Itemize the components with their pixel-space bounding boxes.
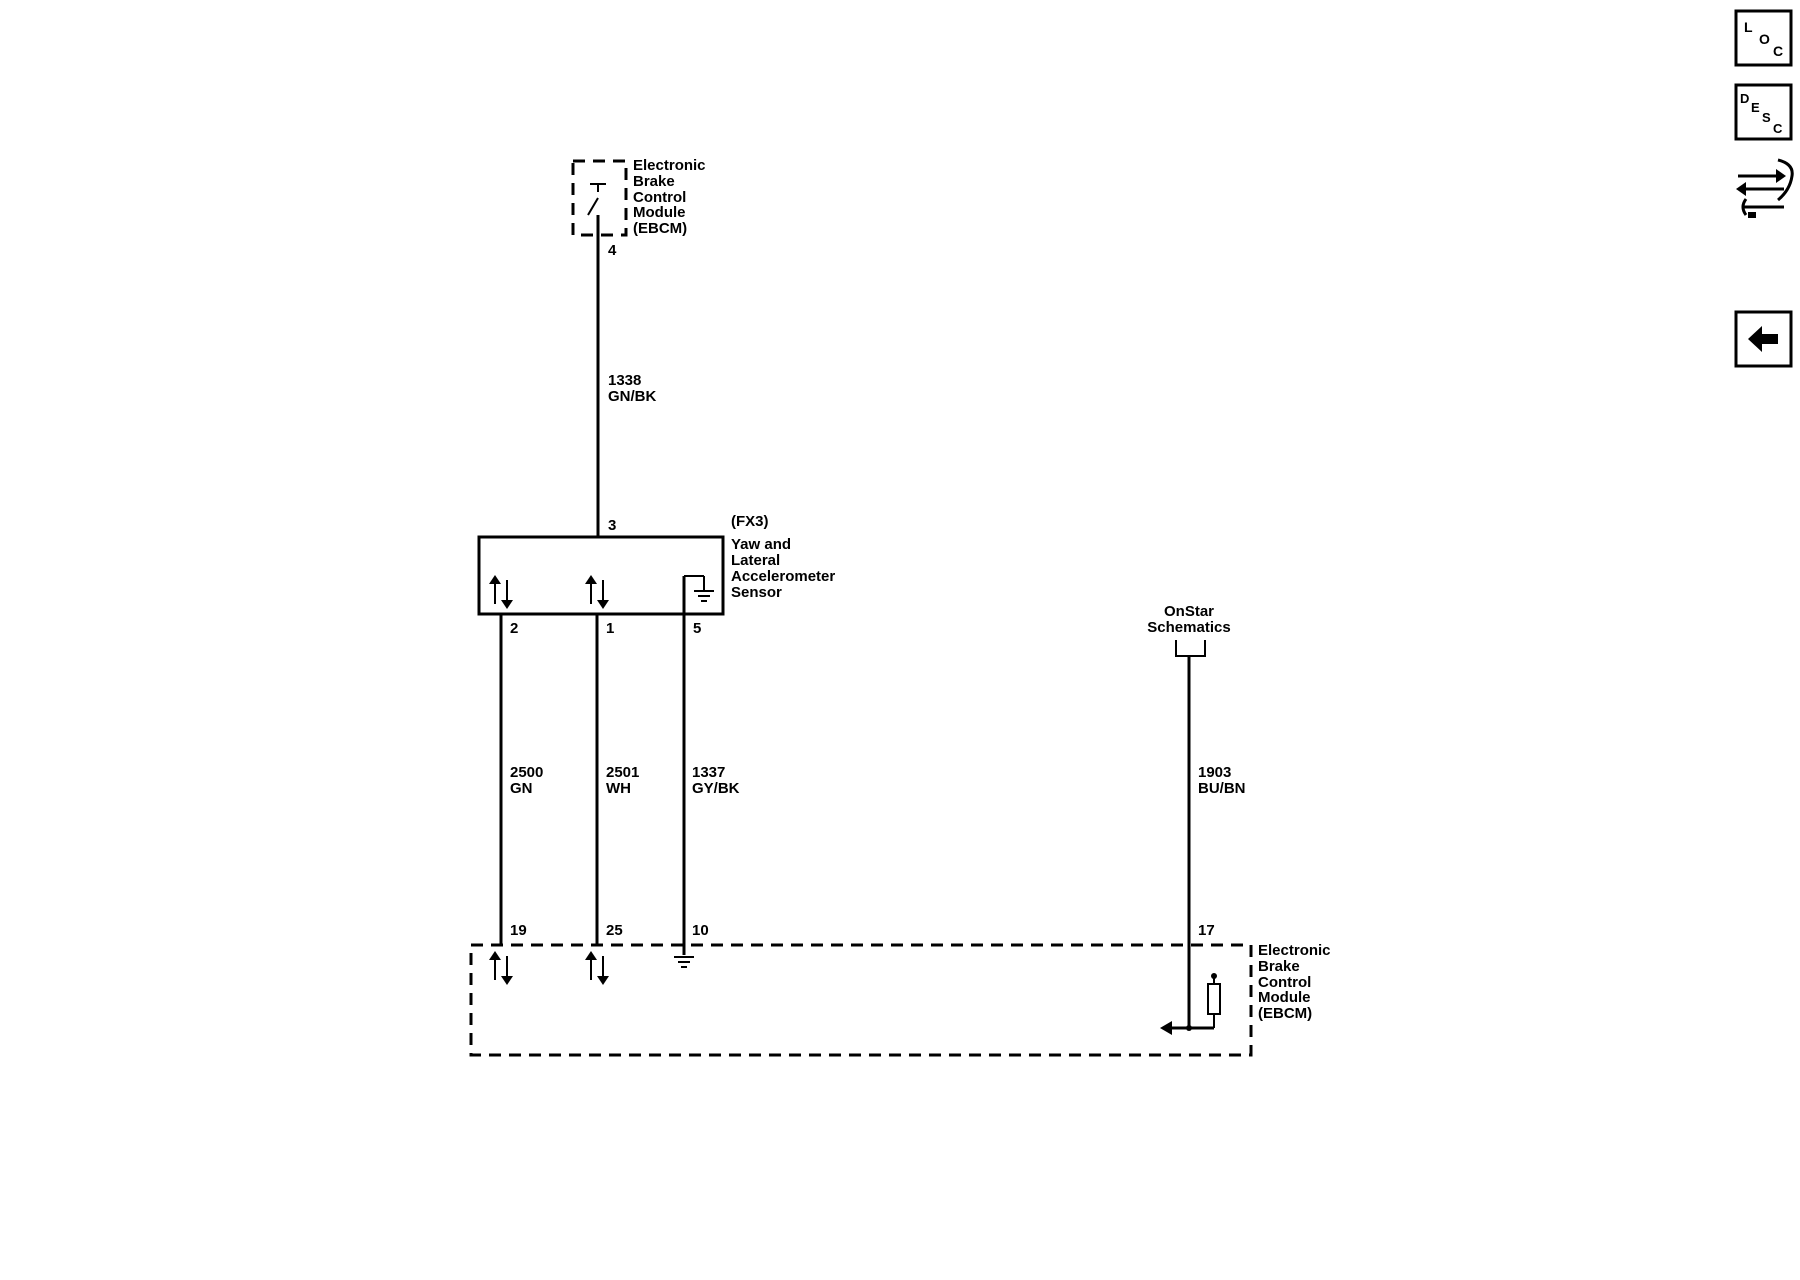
back-button[interactable] bbox=[1734, 310, 1793, 368]
svg-text:D: D bbox=[1740, 91, 1749, 106]
onstar-label-1: OnStar bbox=[1164, 603, 1214, 620]
bottom-ebcm-label-3: Control bbox=[1258, 974, 1311, 991]
wire-1337-color: GY/BK bbox=[692, 780, 740, 797]
wire-2500-color: GN bbox=[510, 780, 533, 797]
wire-2501-circuit: 2501 bbox=[606, 764, 639, 781]
sensor-pin-top: 3 bbox=[608, 517, 616, 534]
sensor-pin-5: 5 bbox=[693, 620, 701, 637]
bidirectional-arrow-icon bbox=[489, 575, 513, 609]
ground-icon bbox=[684, 575, 714, 602]
bottom-ebcm-pin-19: 19 bbox=[510, 922, 527, 939]
svg-text:S: S bbox=[1762, 110, 1771, 125]
bidirectional-arrow-icon bbox=[489, 951, 513, 985]
onstar-label-2: Schematics bbox=[1147, 619, 1230, 636]
sensor-pin-2: 2 bbox=[510, 620, 518, 637]
loc-button[interactable]: L O C bbox=[1734, 9, 1793, 67]
bottom-ebcm-label-4: Module bbox=[1258, 989, 1311, 1006]
top-ebcm-module: Electronic Brake Control Module (EBCM) 4 bbox=[571, 157, 706, 259]
switch-icon bbox=[587, 183, 606, 235]
output-arrow-icon bbox=[1160, 1021, 1172, 1035]
yaw-sensor: 3 (FX3) Yaw and Lateral Accelerometer Se… bbox=[477, 513, 835, 637]
ground-icon bbox=[674, 956, 694, 968]
sensor-label-2: Lateral bbox=[731, 552, 780, 569]
top-ebcm-dashed-box bbox=[571, 159, 628, 237]
onstar-reference: OnStar Schematics bbox=[1147, 603, 1231, 657]
svg-text:C: C bbox=[1773, 43, 1783, 59]
wire-1903-circuit: 1903 bbox=[1198, 764, 1231, 781]
desc-button[interactable]: D E S C bbox=[1734, 83, 1793, 141]
top-ebcm-label-5: (EBCM) bbox=[633, 220, 687, 237]
top-ebcm-label-4: Module bbox=[633, 204, 686, 221]
sensor-label-3: Accelerometer bbox=[731, 568, 835, 585]
svg-text:L: L bbox=[1744, 19, 1753, 35]
sensor-code: (FX3) bbox=[731, 513, 769, 530]
svg-text:C: C bbox=[1773, 121, 1783, 136]
bidirectional-arrow-icon bbox=[585, 575, 609, 609]
back-arrow-icon bbox=[1748, 326, 1778, 352]
top-ebcm-label-2: Brake bbox=[633, 173, 675, 190]
sensor-label-1: Yaw and bbox=[731, 536, 791, 553]
top-ebcm-label-1: Electronic bbox=[633, 157, 706, 174]
connector-repair-icon[interactable] bbox=[1736, 158, 1794, 218]
bottom-ebcm-label-1: Electronic bbox=[1258, 942, 1331, 959]
sensor-pin-1: 1 bbox=[606, 620, 614, 637]
wire-1903-color: BU/BN bbox=[1198, 780, 1246, 797]
resistor-icon bbox=[1164, 973, 1221, 1031]
bidirectional-arrow-icon bbox=[585, 951, 609, 985]
bottom-ebcm-module: 19 25 10 17 Electronic Brake Control Mod… bbox=[469, 922, 1331, 1057]
bottom-ebcm-pin-17: 17 bbox=[1198, 922, 1215, 939]
bottom-ebcm-pin-10: 10 bbox=[692, 922, 709, 939]
top-ebcm-label-3: Control bbox=[633, 189, 686, 206]
svg-text:E: E bbox=[1751, 100, 1760, 115]
sensor-label-4: Sensor bbox=[731, 584, 782, 601]
bottom-ebcm-pin-25: 25 bbox=[606, 922, 623, 939]
top-ebcm-pin: 4 bbox=[608, 242, 617, 259]
wire-2500-circuit: 2500 bbox=[510, 764, 543, 781]
connector-bracket-icon bbox=[1175, 640, 1206, 657]
wire-1338-circuit: 1338 bbox=[608, 372, 641, 389]
bottom-ebcm-label-5: (EBCM) bbox=[1258, 1005, 1312, 1022]
wire-1337-circuit: 1337 bbox=[692, 764, 725, 781]
wire-2501-color: WH bbox=[606, 780, 631, 797]
bottom-ebcm-label-2: Brake bbox=[1258, 958, 1300, 975]
sensor-box bbox=[477, 535, 725, 616]
svg-text:O: O bbox=[1759, 31, 1770, 47]
bottom-ebcm-dashed-box bbox=[469, 943, 1253, 1057]
wire-1338-color: GN/BK bbox=[608, 388, 657, 405]
